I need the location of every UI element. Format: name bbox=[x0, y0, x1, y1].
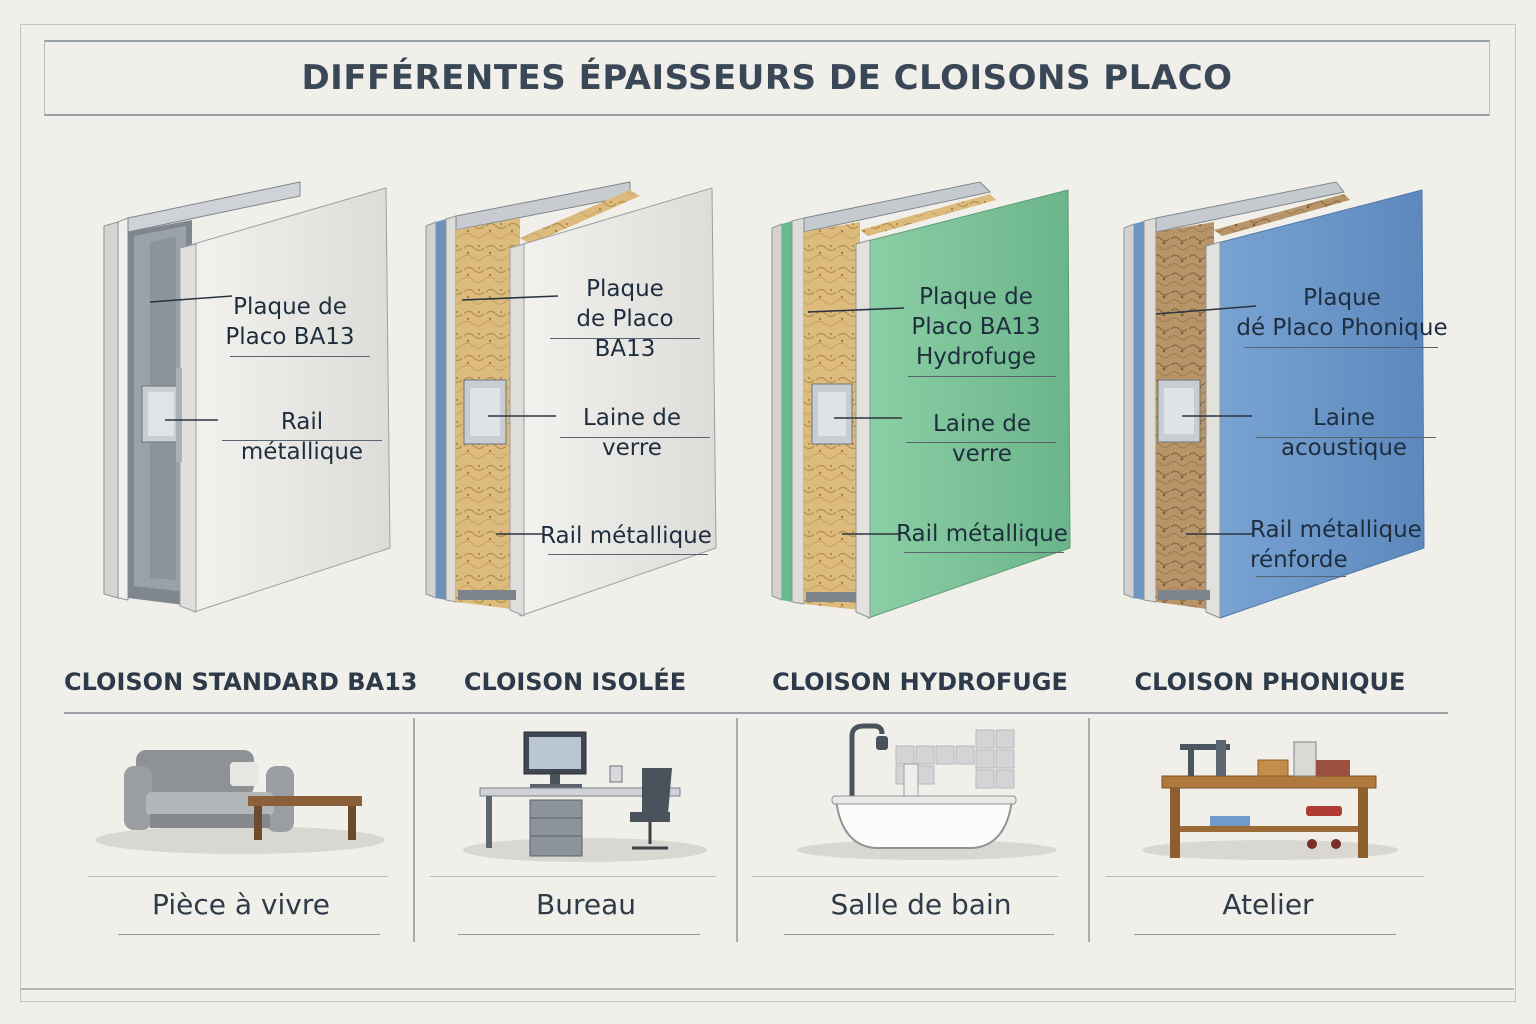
wall-title-hydrofuge: CLOISON HYDROFUGE bbox=[772, 668, 1068, 696]
label-underline bbox=[1244, 347, 1438, 348]
scene-base-line bbox=[752, 876, 1058, 877]
wall-title-phonique: CLOISON PHONIQUE bbox=[1134, 668, 1406, 696]
section-divider bbox=[64, 712, 1448, 714]
label-plaque-isolee: Plaque de Placo BA13 bbox=[576, 276, 674, 362]
label-underline bbox=[904, 552, 1064, 553]
label-underline bbox=[222, 440, 382, 441]
desk-computer-chair-icon bbox=[463, 731, 707, 862]
label-rail-hydrofuge: Rail métallique bbox=[896, 521, 1068, 547]
leader-lines bbox=[149, 295, 1257, 535]
label-underline bbox=[550, 338, 700, 339]
label-underline bbox=[1256, 437, 1436, 438]
room-label-office: Bureau bbox=[536, 888, 636, 921]
label-laine-isolee: Laine de verre bbox=[582, 405, 682, 461]
label-rail-standard: Rail métallique bbox=[240, 409, 364, 465]
label-plaque-standard: Plaque de Placo BA13 bbox=[225, 294, 355, 350]
label-underline bbox=[560, 437, 710, 438]
scene-base-line bbox=[1106, 876, 1424, 877]
column-divider bbox=[413, 718, 415, 942]
scene-base-line bbox=[430, 876, 716, 877]
bathtub-faucet-icon bbox=[797, 723, 1057, 860]
column-divider bbox=[1088, 718, 1090, 942]
room-label-bathroom: Salle de bain bbox=[830, 888, 1012, 921]
sofa-coffee-table-icon bbox=[95, 750, 385, 854]
wall-title-isolee: CLOISON ISOLÉE bbox=[463, 668, 687, 696]
label-underline bbox=[1256, 576, 1346, 577]
page-title: DIFFÉRENTES ÉPAISSEURS DE CLOISONS PLACO bbox=[301, 58, 1233, 98]
label-underline bbox=[908, 376, 1056, 377]
label-rail-phonique: Rail métallique rénforde bbox=[1250, 517, 1422, 573]
room-underline bbox=[1134, 934, 1396, 935]
label-plaque-phonique: Plaque dé Placo Phonique bbox=[1236, 285, 1448, 341]
room-underline bbox=[784, 934, 1054, 935]
room-label-workshop: Atelier bbox=[1222, 888, 1314, 921]
workbench-tools-icon bbox=[1142, 740, 1398, 860]
label-plaque-hydrofuge: Plaque de Placo BA13 Hydrofuge bbox=[911, 284, 1041, 370]
room-underline bbox=[458, 934, 700, 935]
wall-hydrofuge bbox=[771, 181, 1071, 619]
label-laine-hydrofuge: Laine de verre bbox=[932, 411, 1032, 467]
label-rail-isolee: Rail métallique bbox=[540, 523, 712, 549]
column-divider bbox=[736, 718, 738, 942]
room-label-living: Pièce à vivre bbox=[152, 888, 330, 921]
scene-base-line bbox=[88, 876, 388, 877]
outer-frame bbox=[20, 24, 1516, 1002]
wall-insulated bbox=[425, 181, 717, 617]
room-underline bbox=[118, 934, 380, 935]
label-underline bbox=[230, 356, 370, 357]
label-underline bbox=[906, 442, 1056, 443]
bottom-rule bbox=[20, 988, 1514, 990]
wall-phonique bbox=[1123, 181, 1425, 619]
wall-title-standard: CLOISON STANDARD BA13 bbox=[64, 668, 418, 696]
label-underline bbox=[548, 554, 708, 555]
wall-standard bbox=[103, 181, 391, 613]
title-banner: DIFFÉRENTES ÉPAISSEURS DE CLOISONS PLACO bbox=[44, 40, 1490, 116]
label-laine-phonique: Laine acoustique bbox=[1280, 405, 1408, 461]
